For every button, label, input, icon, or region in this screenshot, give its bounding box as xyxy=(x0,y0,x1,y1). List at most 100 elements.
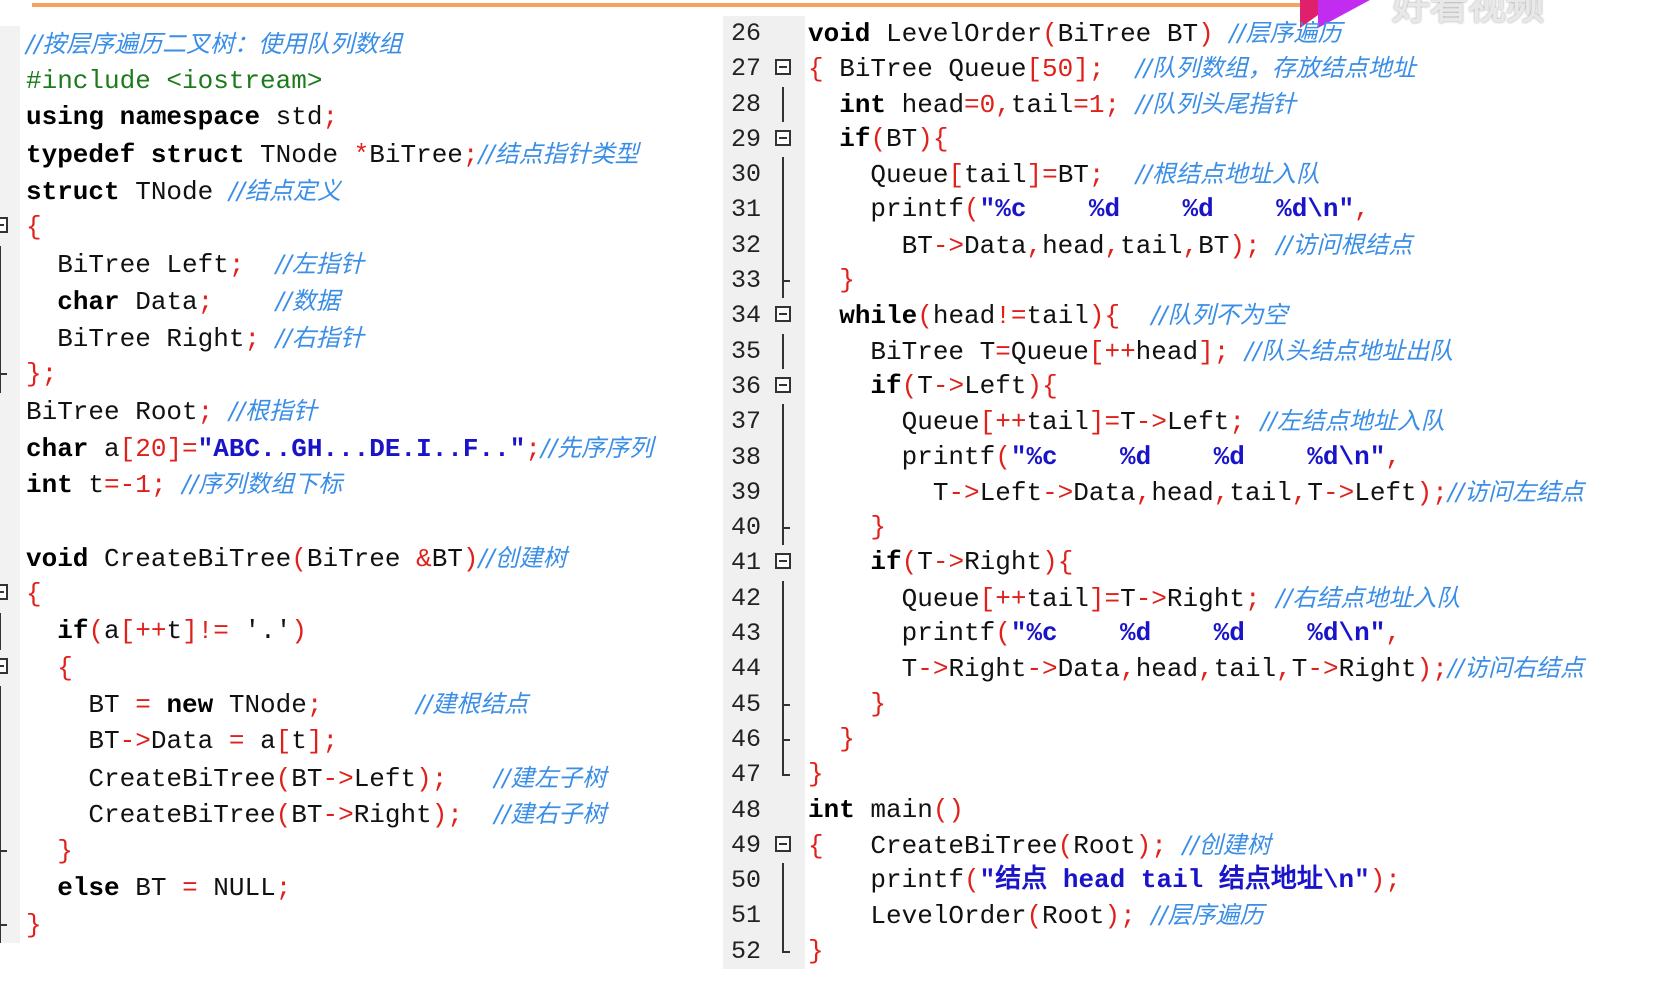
fold-guide xyxy=(775,157,795,193)
operator: ) xyxy=(1198,19,1214,49)
code-content: BiTree Right; //右指针 xyxy=(26,320,364,358)
fold-collapse-icon[interactable] xyxy=(775,369,795,404)
code-text xyxy=(166,470,182,500)
fold-collapse-icon[interactable] xyxy=(0,209,12,246)
code-content: if(a[++t]!= '.') xyxy=(26,613,307,650)
code-text: Root xyxy=(1042,901,1105,932)
line-number: 50 xyxy=(731,866,762,896)
operator: =1; xyxy=(1073,89,1121,120)
operator: { xyxy=(57,652,73,683)
fold-guide xyxy=(0,759,12,797)
code-text: T xyxy=(1291,654,1308,685)
line-number: 33 xyxy=(731,266,762,296)
code-content: } xyxy=(808,263,855,298)
code-text: a xyxy=(104,616,120,646)
code-text: tail xyxy=(1026,301,1089,332)
code-content: Queue[tail]=BT; //根结点地址入队 xyxy=(808,157,1320,193)
operator: & xyxy=(416,543,432,574)
code-text: tail xyxy=(1010,89,1074,120)
operator: ]= xyxy=(1088,407,1121,438)
fold-collapse-icon[interactable] xyxy=(775,545,795,580)
code-text: BiTree Queue xyxy=(823,54,1027,85)
code-content: Queue[++tail]=T->Left; //左结点地址入队 xyxy=(808,404,1445,440)
code-text: BiTree xyxy=(306,543,417,574)
fold-collapse-icon[interactable] xyxy=(0,576,12,613)
operator: ; xyxy=(197,286,214,317)
code-text xyxy=(104,102,120,132)
code-text: LevelOrder xyxy=(870,19,1043,49)
code-content: int head=0,tail=1; //队列头尾指针 xyxy=(808,87,1296,123)
code-line: 30 Queue[tail]=BT; //根结点地址入队 xyxy=(723,157,1672,193)
keyword: namespace xyxy=(119,102,261,133)
code-content: { BiTree Queue[50]; //队列数组，存放结点地址 xyxy=(808,51,1416,87)
operator: } xyxy=(839,265,855,296)
operator: , xyxy=(1385,441,1401,472)
code-text: t xyxy=(166,616,183,646)
operator: ); xyxy=(1369,865,1401,896)
keyword: int xyxy=(808,794,855,825)
operator: -> xyxy=(1323,477,1355,508)
operator: ) xyxy=(462,543,479,574)
code-line: if(a[++t]!= '.') xyxy=(0,613,718,650)
operator: -> xyxy=(322,800,354,831)
comment: //层序遍历 xyxy=(1151,901,1264,930)
code-content: struct TNode //结点定义 xyxy=(26,173,341,211)
keyword: char xyxy=(26,433,89,464)
fold-collapse-icon[interactable] xyxy=(775,122,795,157)
code-text xyxy=(1229,337,1245,367)
preprocessor: #include <iostream> xyxy=(26,65,323,96)
code-text: tail xyxy=(1229,477,1292,508)
fold-guide xyxy=(0,246,12,283)
code-line: int t=-1; //序列数组下标 xyxy=(0,466,718,503)
operator: =-1; xyxy=(104,470,167,501)
operator: ( xyxy=(291,543,307,574)
line-number: 39 xyxy=(731,477,762,507)
code-text: tail xyxy=(1120,230,1183,261)
operator: -> xyxy=(932,370,965,401)
watermark-text: 好看视频 xyxy=(1392,0,1545,28)
fold-collapse-icon[interactable] xyxy=(775,298,795,333)
operator: ; xyxy=(1244,583,1261,614)
code-content: int t=-1; //序列数组下标 xyxy=(26,466,342,504)
code-text: BT xyxy=(1198,230,1230,261)
fold-collapse-icon[interactable] xyxy=(775,51,795,86)
code-text xyxy=(1120,90,1136,120)
code-line: using namespace std; xyxy=(0,99,718,136)
fold-collapse-icon[interactable] xyxy=(775,828,795,863)
comment: //建左子树 xyxy=(494,763,607,792)
code-text xyxy=(322,690,416,720)
code-text: CreateBiTree xyxy=(26,763,276,794)
line-number: 35 xyxy=(731,336,762,366)
comment: //左结点地址入队 xyxy=(1260,407,1445,436)
code-text: Right xyxy=(1338,654,1417,685)
code-text xyxy=(1105,160,1136,190)
code-text xyxy=(1167,831,1183,861)
code-content: } xyxy=(808,510,886,545)
code-line: { xyxy=(0,650,718,687)
line-number: 38 xyxy=(731,442,762,472)
code-text: Left xyxy=(353,763,417,794)
code-text xyxy=(808,90,839,120)
code-panel-left[interactable]: //按层序遍历二叉树：使用队列数组#include <iostream>usin… xyxy=(0,26,718,944)
fold-guide xyxy=(0,282,12,320)
operator: -> xyxy=(917,654,949,685)
line-number: 43 xyxy=(731,619,762,649)
operator: ( xyxy=(964,194,980,225)
code-text: TNode xyxy=(119,176,229,207)
string-literal: "%c %d %d %d\n" xyxy=(979,194,1355,225)
code-content: using namespace std; xyxy=(26,99,338,136)
comment: //创建树 xyxy=(478,543,567,572)
operator: } xyxy=(870,512,887,543)
operator: ( xyxy=(964,865,980,896)
fold-guide xyxy=(0,686,12,723)
code-text: head xyxy=(1151,477,1214,508)
code-content: LevelOrder(Root); //层序遍历 xyxy=(808,898,1263,934)
line-number: 44 xyxy=(731,654,762,684)
fold-collapse-icon[interactable] xyxy=(0,650,12,687)
code-text: Left xyxy=(1166,407,1230,438)
comment: //访问左结点 xyxy=(1447,477,1585,506)
code-text: Right xyxy=(948,654,1027,685)
code-text xyxy=(808,512,870,542)
